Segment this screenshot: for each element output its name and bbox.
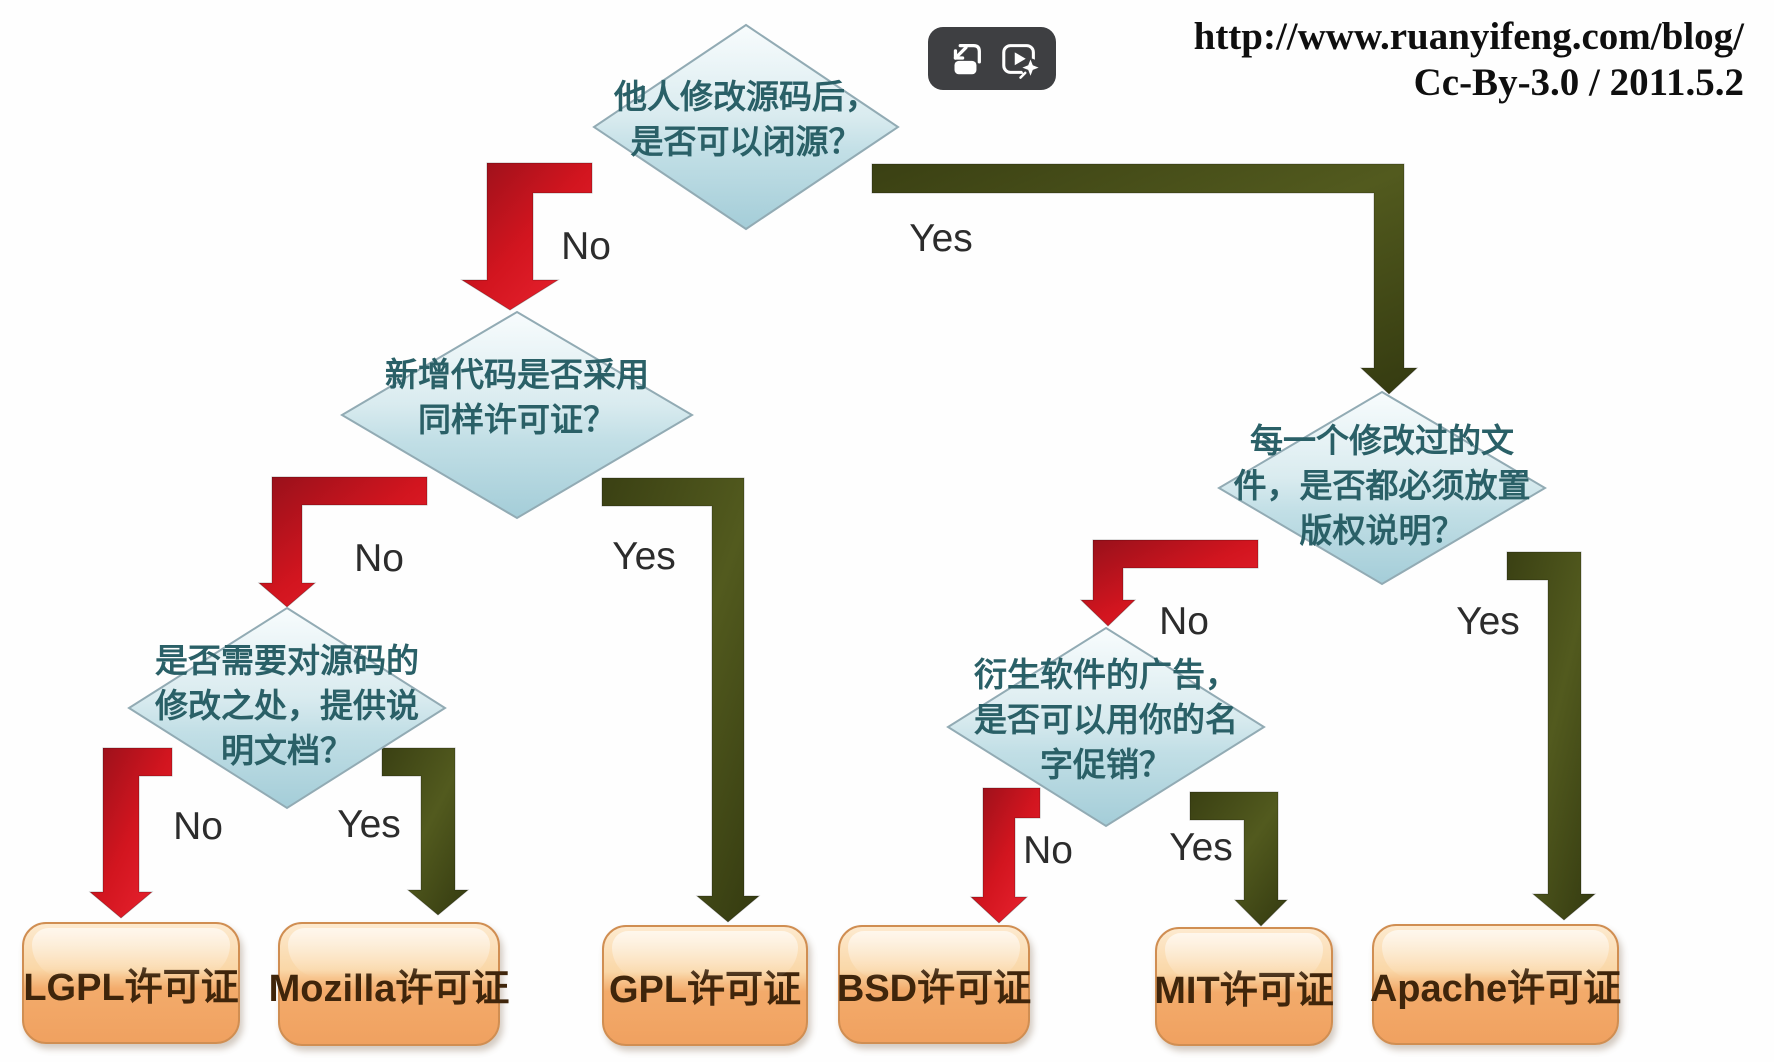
question-line: 新增代码是否采用 (385, 356, 649, 393)
attribution-text: http://www.ruanyifeng.com/blog/ Cc-By-3.… (1194, 14, 1744, 106)
edge-label-no-5: No (1023, 829, 1073, 872)
question-line: 版权说明？ (1299, 512, 1465, 549)
decision-diamond-doc-changes (127, 606, 447, 810)
arrow-no-d4-bsd (969, 787, 1041, 924)
question-line: 同样许可证？ (418, 401, 616, 438)
question-copyright-notice: 每一个修改过的文 件，是否都必须放置 版权说明？ (1182, 418, 1582, 553)
license-box-bsd: BSD许可证 (836, 925, 1032, 1044)
arrow-yes-d1-d5 (871, 163, 1419, 395)
question-line: 是否可以用你的名 (974, 701, 1238, 738)
arrow-no-d1-d2 (460, 162, 593, 311)
edge-label-yes-4: Yes (1456, 600, 1520, 643)
enter-pip-icon[interactable] (944, 38, 986, 80)
license-label: Apache许可证 (1369, 968, 1622, 1010)
edge-label-no-4: No (1159, 600, 1209, 643)
question-doc-changes: 是否需要对源码的 修改之处，提供说 明文档？ (97, 638, 477, 773)
question-name-promo: 衍生软件的广告， 是否可以用你的名 字促销？ (916, 652, 1296, 787)
edge-label-yes-1: Yes (909, 217, 973, 260)
question-line: 每一个修改过的文 (1250, 422, 1514, 459)
arrow-yes-d5-apache (1506, 551, 1597, 921)
edge-label-yes-3: Yes (337, 803, 401, 846)
question-line: 修改之处，提供说 (155, 687, 419, 724)
arrow-yes-d2-gpl (601, 477, 761, 923)
license-box-mit: MIT许可证 (1154, 927, 1334, 1046)
video-enhance-icon[interactable] (999, 38, 1041, 80)
attribution-license-date: Cc-By-3.0 / 2011.5.2 (1413, 61, 1744, 104)
edge-label-no-1: No (561, 225, 611, 268)
license-box-gpl: GPL许可证 (602, 925, 808, 1046)
license-label: Mozilla许可证 (268, 967, 510, 1010)
edge-label-no-3: No (173, 805, 223, 848)
question-line: 字促销？ (1040, 746, 1172, 783)
decision-diamond-same-license (340, 310, 694, 520)
decision-diamond-close-source (592, 23, 900, 231)
arrow-yes-d3-mozilla (381, 747, 470, 916)
attribution-url: http://www.ruanyifeng.com/blog/ (1193, 15, 1744, 58)
question-line: 明文档？ (221, 732, 353, 769)
decision-diamond-copyright-notice (1217, 390, 1547, 586)
license-label: BSD许可证 (836, 968, 1032, 1010)
license-label: MIT许可证 (1154, 970, 1334, 1012)
question-line: 衍生软件的广告， (974, 656, 1238, 693)
edge-label-yes-2: Yes (612, 535, 676, 578)
arrow-yes-d4-mit (1189, 791, 1289, 927)
question-line: 他人修改源码后， (614, 78, 878, 115)
edge-label-yes-5: Yes (1169, 826, 1233, 869)
license-box-lgpl: LGPL许可证 (22, 922, 240, 1044)
video-overlay-toolbar (928, 27, 1056, 90)
question-same-license: 新增代码是否采用 同样许可证？ (337, 352, 697, 442)
arrow-no-d5-d4 (1079, 539, 1259, 627)
question-close-source: 他人修改源码后， 是否可以闭源？ (566, 74, 926, 164)
license-box-apache: Apache许可证 (1369, 924, 1622, 1045)
question-line: 件，是否都必须放置 (1233, 467, 1531, 504)
license-box-mozilla: Mozilla许可证 (269, 922, 509, 1046)
arrow-no-d2-d3 (257, 476, 428, 608)
arrow-no-d3-lgpl (88, 747, 173, 919)
question-line: 是否可以闭源？ (630, 123, 862, 160)
license-label: LGPL许可证 (23, 966, 239, 1009)
license-label: GPL许可证 (608, 969, 802, 1011)
question-line: 是否需要对源码的 (155, 642, 419, 679)
edge-label-no-2: No (354, 537, 404, 580)
decision-diamond-name-promo (946, 626, 1266, 828)
